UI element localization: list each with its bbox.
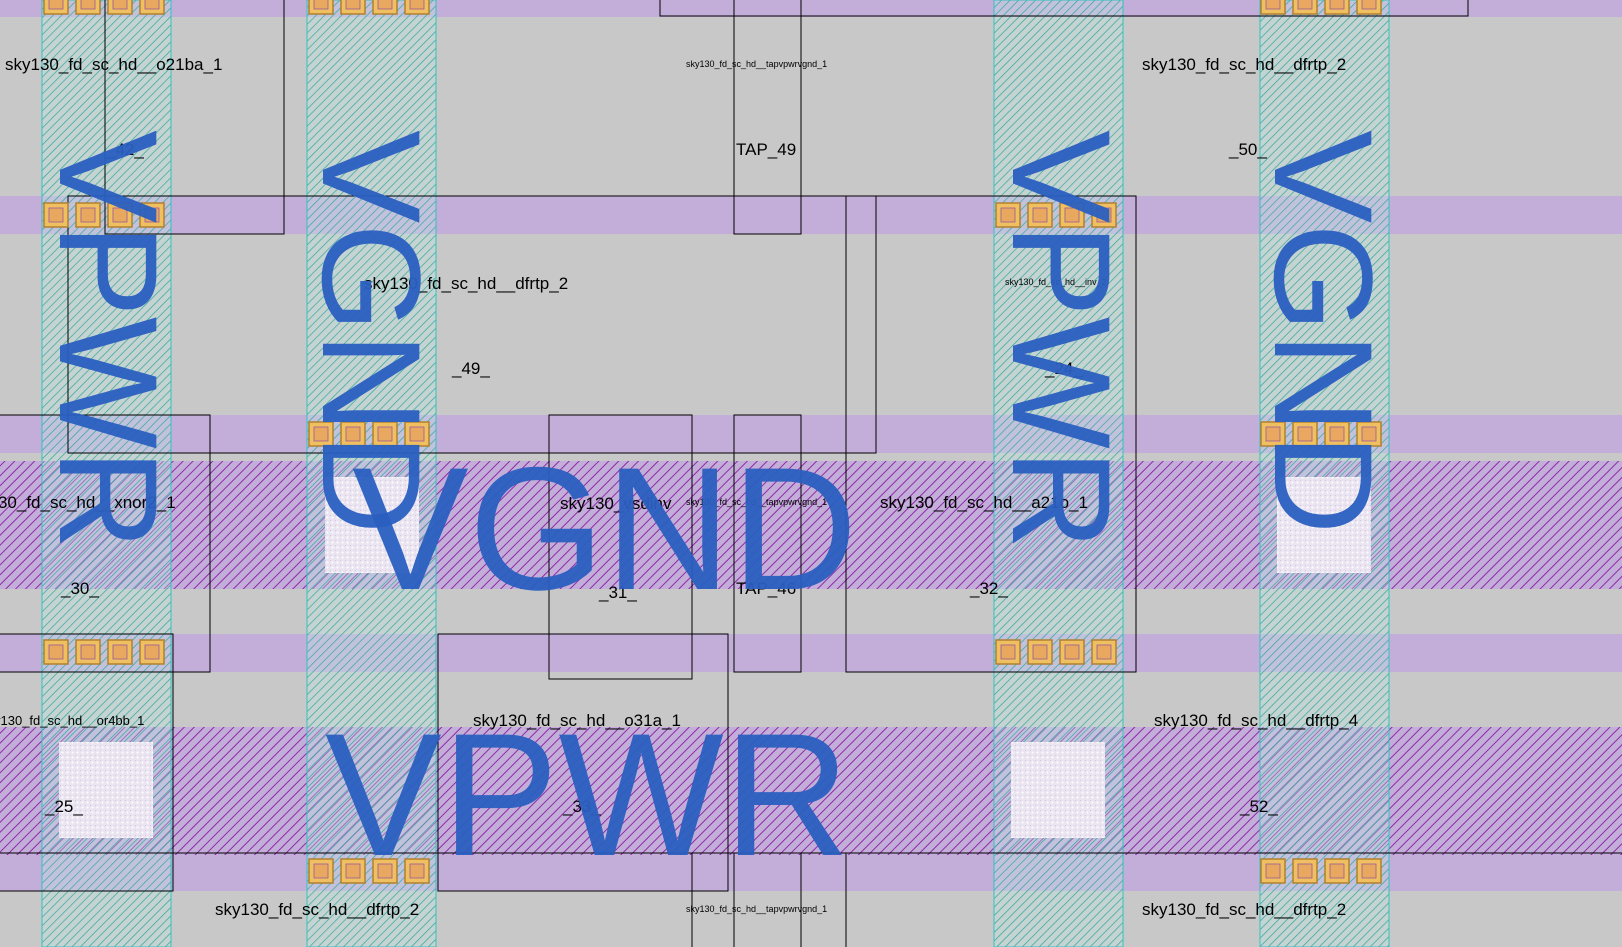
instance-32: _32_ <box>969 579 1008 598</box>
via-cut <box>1032 207 1048 223</box>
cell-label-dfrtp4: sky130_fd_sc_hd__dfrtp_4 <box>1154 711 1358 730</box>
cell-labels: sky130_fd_sc_hd__o21ba_1 sky130_fd_sc_hd… <box>0 55 1358 919</box>
via-stacks <box>59 477 1371 838</box>
cell-label-dfrtp-bottom-left: sky130_fd_sc_hd__dfrtp_2 <box>215 900 419 919</box>
via-cut <box>80 0 96 10</box>
via-cut <box>80 644 96 660</box>
via-cut <box>345 863 361 879</box>
via-cut <box>1096 207 1112 223</box>
via-cut <box>1096 644 1112 660</box>
via-cut <box>1032 644 1048 660</box>
instance-31: _31_ <box>598 583 637 602</box>
cell-label-dfrtp-bottom-right: sky130_fd_sc_hd__dfrtp_2 <box>1142 900 1346 919</box>
via-cut <box>112 0 128 10</box>
pin-label-vgnd-left: VGND <box>293 130 450 534</box>
via-cut <box>409 426 425 442</box>
cell-label-tap-mid: sky130_fd_sc_hd__tapvpwrvgnd_1 <box>686 497 827 507</box>
instance-25: _25_ <box>44 797 83 816</box>
via-cut <box>409 0 425 10</box>
via-cut <box>1361 0 1377 10</box>
cell-label-xnor2: sky130_fd_sc_hd__xnor2_1 <box>0 493 176 512</box>
via-cut <box>48 207 64 223</box>
via-cut <box>409 863 425 879</box>
via-cut <box>377 863 393 879</box>
via-cut <box>144 207 160 223</box>
cell-label-tap-top: sky130_fd_sc_hd__tapvpwrvgnd_1 <box>686 59 827 69</box>
via-cut <box>144 644 160 660</box>
pin-label-vpwr-left: VPWR <box>30 130 187 550</box>
instance-42: _42_ <box>105 140 144 159</box>
instance-tap49: TAP_49 <box>736 140 796 159</box>
instance-50: _50_ <box>1228 140 1267 159</box>
via-cut <box>1297 426 1313 442</box>
cell-label-or4bb: sky130_fd_sc_hd__or4bb_1 <box>0 713 144 728</box>
pin-label-vgnd-horizontal: VGND <box>352 432 858 627</box>
via-cut <box>1000 644 1016 660</box>
via-cut <box>112 644 128 660</box>
cell-label-dfrtp-mid: sky130_fd_sc_hd__dfrtp_2 <box>364 274 568 293</box>
via-cut <box>345 0 361 10</box>
via-cut <box>1329 863 1345 879</box>
via-square <box>1356 421 1382 447</box>
instance-24: _24_ <box>1044 359 1083 378</box>
via-square <box>43 202 69 228</box>
cell-label-o31a: sky130_fd_sc_hd__o31a_1 <box>473 711 681 730</box>
pin-label-vgnd-right: VGND <box>1245 130 1402 534</box>
cell-label-o21ba: sky130_fd_sc_hd__o21ba_1 <box>5 55 222 74</box>
via-cut <box>1265 426 1281 442</box>
via-cut <box>1064 644 1080 660</box>
via-cut <box>377 426 393 442</box>
via-cut <box>313 0 329 10</box>
instance-33: _33_ <box>562 797 601 816</box>
via-cut <box>1297 0 1313 10</box>
cell-label-inv: sky130_fd_sc_hd__inv_2 <box>1005 277 1107 287</box>
via-cut <box>112 207 128 223</box>
cell-label-tap-bottom: sky130_fd_sc_hd__tapvpwrvgnd_1 <box>686 904 827 914</box>
via-cut <box>1000 207 1016 223</box>
instance-49: _49_ <box>451 359 490 378</box>
instance-tap46: TAP_46 <box>736 579 796 598</box>
instance-30: _30_ <box>60 579 99 598</box>
via-cut <box>313 426 329 442</box>
via-cut <box>48 644 64 660</box>
pin-label-vpwr-horizontal: VPWR <box>325 698 850 893</box>
via-cut <box>1361 426 1377 442</box>
cell-label-vsdinv: sky130_vsdinv <box>560 494 672 513</box>
via-cut <box>1064 207 1080 223</box>
cell-label-dfrtp-top-right: sky130_fd_sc_hd__dfrtp_2 <box>1142 55 1346 74</box>
via-cut <box>1329 0 1345 10</box>
via-cut <box>144 0 160 10</box>
via-cut <box>377 0 393 10</box>
pin-label-vpwr-right: VPWR <box>983 130 1140 550</box>
instance-52: _52_ <box>1239 797 1278 816</box>
via-cut <box>1361 863 1377 879</box>
via-cut <box>313 863 329 879</box>
via-cut <box>345 426 361 442</box>
via-cut <box>80 207 96 223</box>
via-square <box>1292 858 1318 884</box>
via-cut <box>1297 863 1313 879</box>
via-cut <box>1265 0 1281 10</box>
via-cut <box>48 0 64 10</box>
via-cut <box>1265 863 1281 879</box>
via-array <box>43 0 1382 884</box>
via-cut <box>1329 426 1345 442</box>
cell-label-a21o: sky130_fd_sc_hd__a21o_1 <box>880 493 1088 512</box>
pin-labels: VPWR VGND VPWR VGND VGND VPWR <box>30 130 1402 893</box>
